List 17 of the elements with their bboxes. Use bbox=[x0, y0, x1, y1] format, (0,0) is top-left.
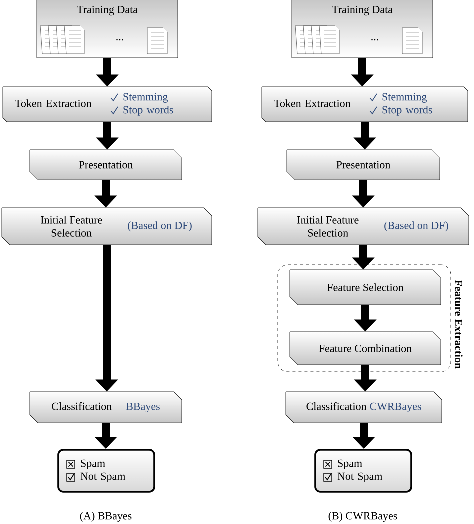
process-box: Token Extraction Stemming Stop words bbox=[2, 86, 212, 122]
process-box: Presentation bbox=[30, 150, 182, 180]
process-box: Feature Selection bbox=[290, 270, 442, 306]
node-label: Feature Extraction bbox=[455, 280, 463, 369]
process-box: Classification CWRBayes bbox=[286, 392, 442, 424]
process-box: Feature Combination bbox=[290, 332, 442, 366]
dots: ... bbox=[372, 39, 378, 41]
result-box: Spam Not Spam bbox=[58, 449, 156, 493]
process-box: Initial Feature Selection (Based on DF) bbox=[258, 208, 470, 246]
process-box: Token Extraction Stemming Stop words bbox=[262, 86, 468, 122]
dots: ... bbox=[116, 39, 124, 41]
caption: (A) BBayes bbox=[80, 512, 132, 522]
result-box: Spam Not Spam bbox=[314, 449, 412, 493]
process-box: Initial Feature Selection (Based on DF) bbox=[2, 208, 212, 246]
process-box: Presentation bbox=[286, 150, 440, 180]
caption: (B) CWRBayes bbox=[328, 512, 398, 522]
process-box: Classification BBayes bbox=[30, 392, 182, 424]
